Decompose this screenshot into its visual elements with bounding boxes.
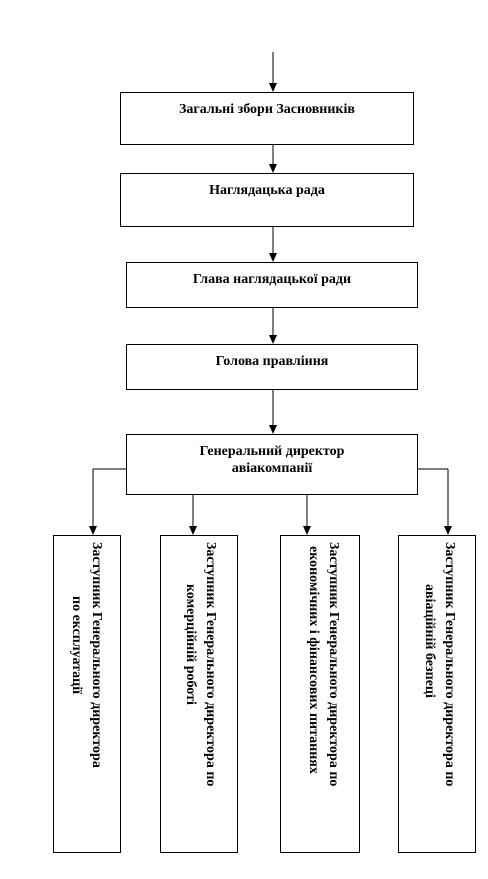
deputy-economic-line-2: економічних і фінансових питаннях: [306, 546, 321, 774]
arrowhead-deputy-1: [89, 526, 97, 535]
supervisory-board-label: Наглядацька рада: [209, 183, 325, 198]
deputy-operations-box: Заступник Генерального директора по експ…: [53, 535, 121, 853]
board-chairman-box: Голова правління: [126, 344, 418, 390]
deputy-aviation-safety-line-1: Заступник Генерального директора по: [442, 542, 457, 787]
general-director-line-2: авіакомпанії: [231, 461, 313, 476]
deputy-aviation-safety-line-2: авіаційній безпеці: [422, 584, 437, 698]
supervisory-head-label: Глава наглядацької ради: [192, 272, 352, 287]
general-director-line-1: Генеральний директор: [199, 444, 345, 459]
deputy-operations-line-2: по експлуатації: [69, 596, 84, 694]
arrowhead-1-2: [269, 164, 277, 173]
deputy-operations-line-1: Заступник Генерального директора: [89, 542, 104, 768]
arrowhead-deputy-3: [303, 526, 311, 535]
deputy-economic-line-1: Заступник Генерального директора по: [326, 542, 341, 787]
supervisory-head-box: Глава наглядацької ради: [126, 262, 418, 308]
deputy-commercial-box: Заступник Генерального директора по коме…: [160, 535, 238, 853]
arrowhead-deputy-4: [444, 526, 452, 535]
board-chairman-label: Голова правління: [215, 354, 329, 369]
deputy-commercial-line-2: комерційній роботі: [183, 584, 198, 705]
deputy-commercial-line-1: Заступник Генерального директора по: [203, 542, 218, 787]
arrowhead-top: [269, 83, 277, 92]
supervisory-board-box: Наглядацька рада: [120, 173, 414, 227]
general-meeting-label: Загальні збори Засновників: [179, 102, 355, 117]
arrowhead-deputy-2: [189, 526, 197, 535]
general-director-box: Генеральний директор авіакомпанії: [126, 434, 418, 495]
arrowhead-3-4: [269, 335, 277, 344]
arrowhead-2-3: [269, 253, 277, 262]
general-meeting-box: Загальні збори Засновників: [120, 92, 414, 145]
deputy-economic-box: Заступник Генерального директора по екон…: [280, 535, 360, 853]
deputy-aviation-safety-box: Заступник Генерального директора по авіа…: [398, 535, 476, 853]
arrowhead-4-5: [269, 425, 277, 434]
general-director-label: Генеральний директор авіакомпанії: [127, 443, 417, 477]
